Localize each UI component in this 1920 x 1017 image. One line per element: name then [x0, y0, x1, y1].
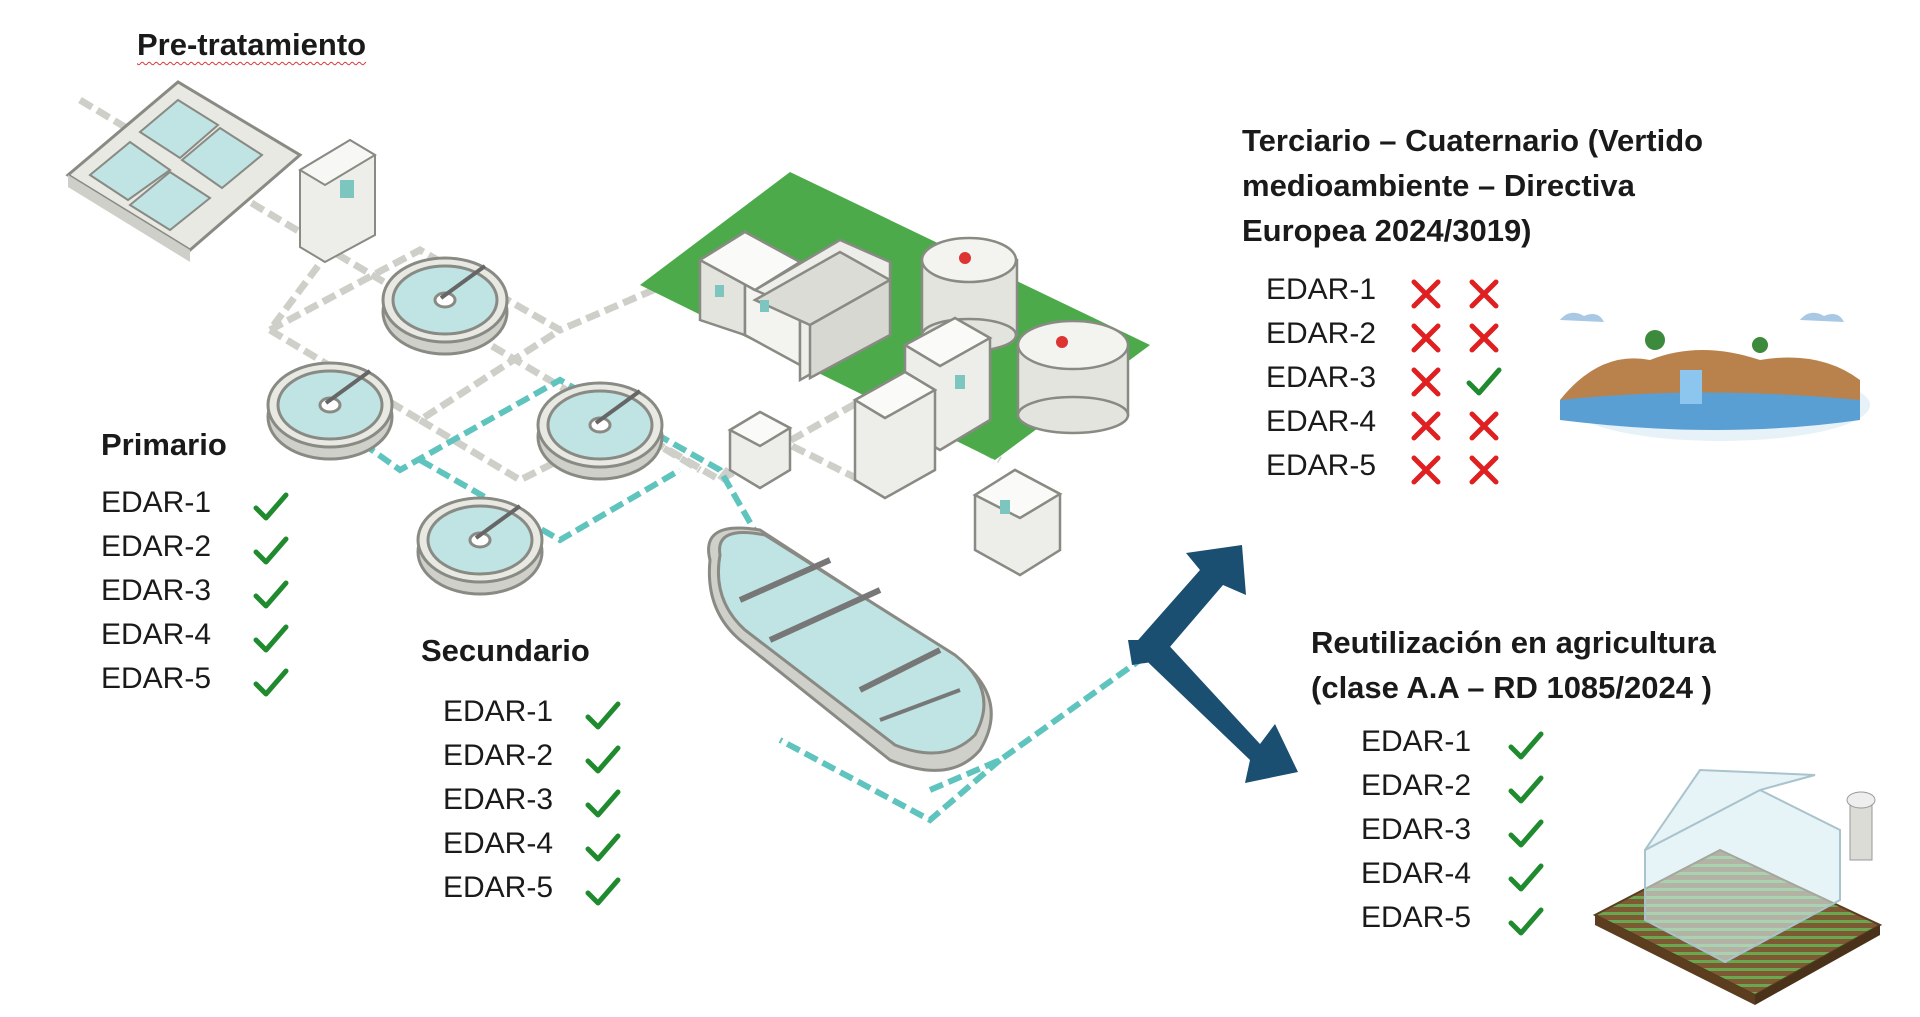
pretreatment-building [298, 138, 377, 264]
edar-label: EDAR-2 [1361, 769, 1472, 802]
check-icon [583, 784, 623, 824]
edar-label: EDAR-4 [101, 618, 212, 651]
cross-icon [1406, 274, 1446, 314]
check-icon [1506, 858, 1546, 898]
control-buildings [727, 316, 1063, 577]
cross-icon [1464, 318, 1504, 358]
check-icon [251, 663, 291, 703]
check-icon [251, 575, 291, 615]
edar-label: EDAR-1 [1361, 725, 1472, 758]
edar-label: EDAR-3 [1266, 361, 1377, 394]
edar-label: EDAR-5 [1266, 449, 1377, 482]
edar-label: EDAR-3 [101, 574, 212, 607]
check-icon [251, 619, 291, 659]
reutilizacion-title: Reutilización en agricultura (clase A.A … [1311, 620, 1716, 710]
terciario-title-line-2: medioambiente – Directiva [1242, 168, 1635, 203]
terciario-title: Terciario – Cuaternario (Vertido medioam… [1242, 118, 1703, 253]
greenhouse-illustration [1592, 768, 1883, 1005]
clarifiers [266, 256, 664, 596]
cross-icon [1406, 406, 1446, 446]
edar-label: EDAR-2 [1266, 317, 1377, 350]
cross-icon [1406, 450, 1446, 490]
teal-pipes [328, 376, 1142, 824]
check-icon [583, 872, 623, 912]
edar-label: EDAR-5 [101, 662, 212, 695]
edar-label: EDAR-2 [101, 530, 212, 563]
terciario-title-line-3: Europea 2024/3019) [1242, 213, 1532, 248]
digesters [920, 236, 1130, 435]
check-icon [583, 828, 623, 868]
pretratamiento-title: Pre-tratamiento [137, 27, 367, 62]
reutilizacion-title-line-2: (clase A.A – RD 1085/2024 ) [1311, 670, 1712, 705]
edar-label: EDAR-5 [1361, 901, 1472, 934]
edar-label: EDAR-4 [1361, 857, 1472, 890]
check-icon [251, 487, 291, 527]
cross-icon [1464, 274, 1504, 314]
main-building [697, 229, 893, 383]
terciario-title-line-1: Terciario – Cuaternario (Vertido [1242, 123, 1704, 158]
cross-icon [1406, 362, 1446, 402]
edar-label: EDAR-5 [443, 871, 554, 904]
edar-label: EDAR-3 [1361, 813, 1472, 846]
edar-label: EDAR-1 [443, 695, 554, 728]
edar-label: EDAR-4 [443, 827, 554, 860]
edar-label: EDAR-1 [1266, 273, 1377, 306]
reutilizacion-title-line-1: Reutilización en agricultura [1311, 625, 1716, 660]
aeration-basin [707, 526, 993, 772]
edar-label: EDAR-1 [101, 486, 212, 519]
check-icon [583, 740, 623, 780]
check-icon [1506, 770, 1546, 810]
check-icon [1506, 814, 1546, 854]
check-icon [1506, 902, 1546, 942]
edar-label: EDAR-3 [443, 783, 554, 816]
check-icon [1506, 726, 1546, 766]
landscape-illustration [1560, 312, 1870, 441]
check-icon [1464, 362, 1504, 402]
fork-arrow [1128, 545, 1298, 783]
primario-title: Primario [101, 427, 227, 462]
cross-icon [1464, 450, 1504, 490]
edar-label: EDAR-4 [1266, 405, 1377, 438]
cross-icon [1464, 406, 1504, 446]
check-icon [583, 696, 623, 736]
edar-label: EDAR-2 [443, 739, 554, 772]
cross-icon [1406, 318, 1446, 358]
secundario-title: Secundario [421, 633, 590, 668]
pretreatment-tanks [65, 80, 303, 262]
check-icon [251, 531, 291, 571]
